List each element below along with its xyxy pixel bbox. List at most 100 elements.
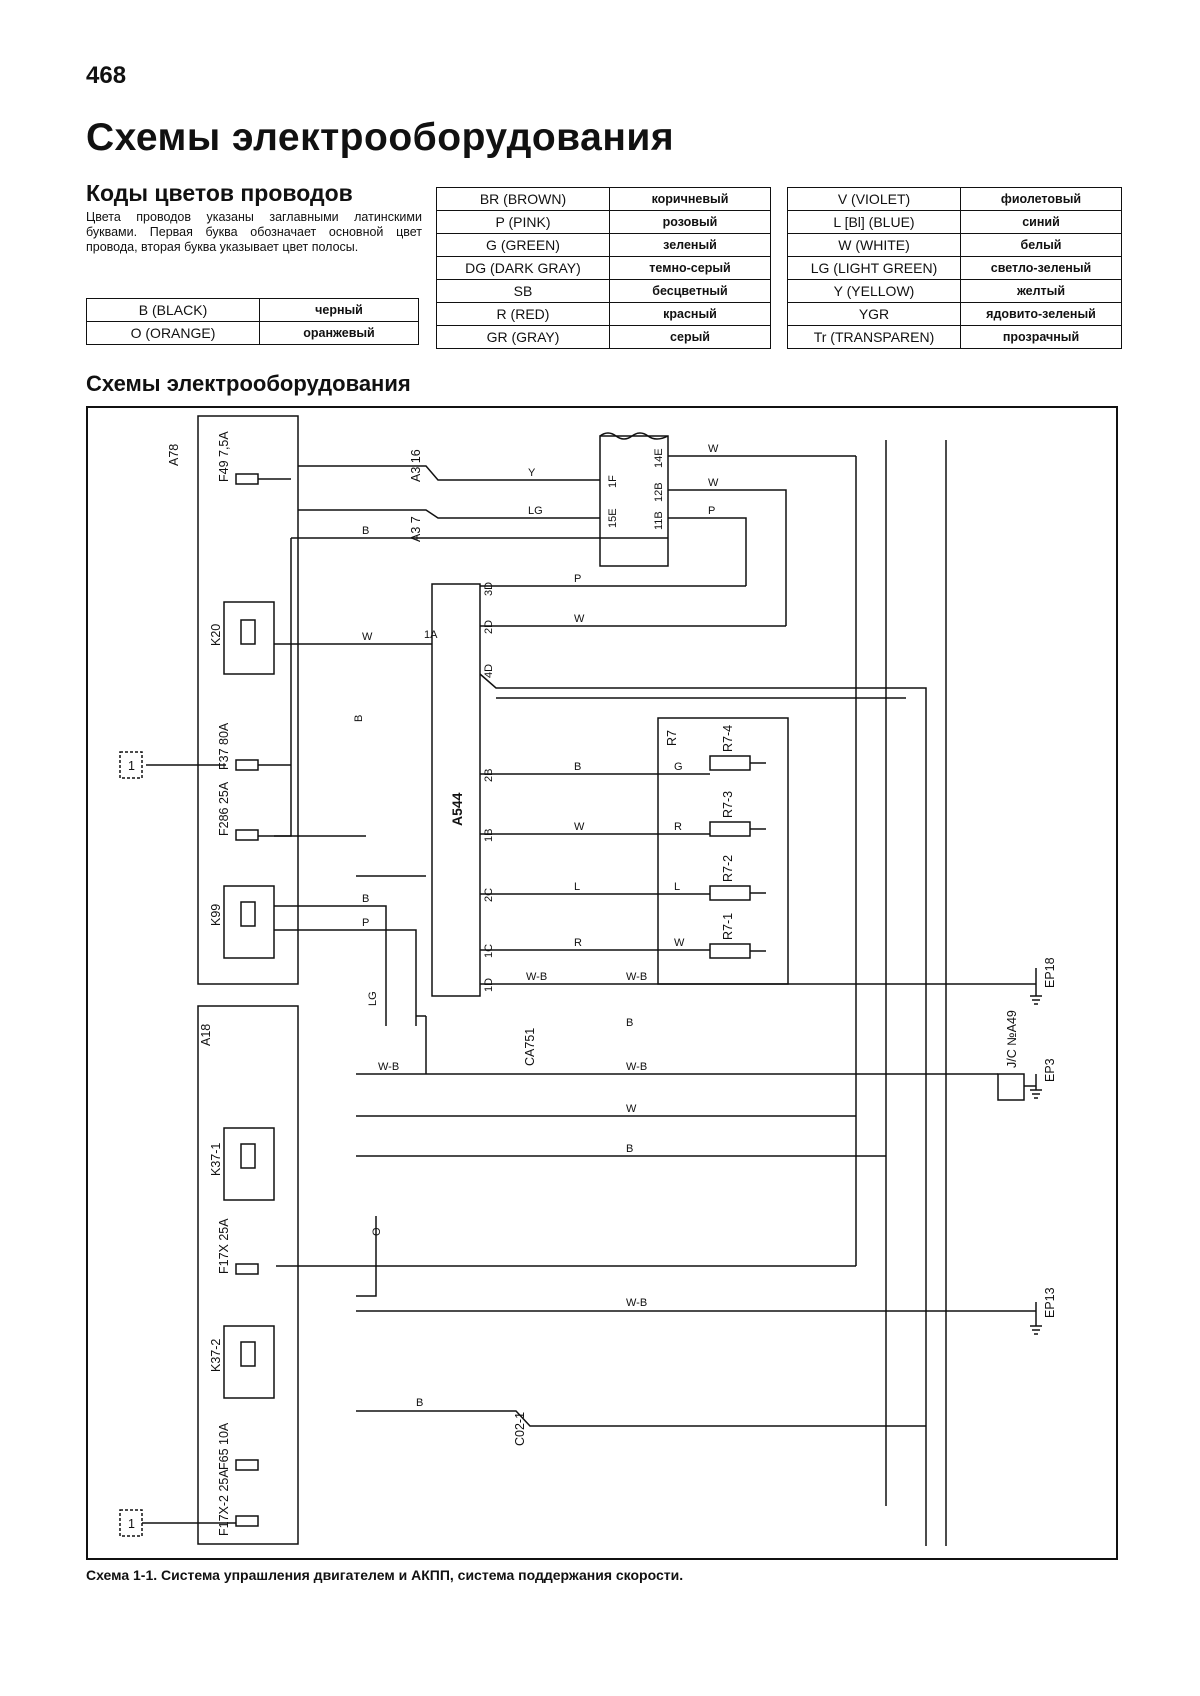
wire-label: P: [574, 573, 581, 585]
color-name: светло-зеленый: [960, 256, 1122, 280]
color-code-row: V (VIOLET)фиолетовый: [787, 187, 1122, 211]
fuse-f37-label: F37 80A: [217, 722, 231, 770]
wire-label: B: [416, 1397, 423, 1409]
fuse-f49-label: F49 7,5A: [217, 431, 231, 482]
ground-ep3-label: EP3: [1043, 1058, 1057, 1082]
color-name: бесцветный: [609, 279, 771, 303]
ref-connector-1-bottom-label: 1: [128, 1517, 135, 1531]
resistor-r7-2-label: R7-2: [721, 855, 735, 882]
ecu-a544-label: A544: [449, 792, 465, 826]
pin-1f: 1F: [607, 475, 619, 488]
wire-label: W: [362, 631, 373, 643]
wire-label: B: [362, 893, 369, 905]
color-code-row: P (PINK)розовый: [436, 210, 771, 234]
color-name: темно-серый: [609, 256, 771, 280]
wire-label: LG: [528, 505, 543, 517]
color-code: W (WHITE): [787, 233, 961, 257]
pin-14e: 14E: [653, 448, 665, 468]
diagram-heading: Схемы электрооборудования: [86, 371, 411, 396]
color-name: желтый: [960, 279, 1122, 303]
color-code: Y (YELLOW): [787, 279, 961, 303]
wire-label: B: [626, 1143, 633, 1155]
pin-2c: 2C: [483, 888, 495, 902]
wire-label: R: [574, 937, 582, 949]
wire-label: L: [674, 881, 680, 893]
wire-label: G: [674, 761, 683, 773]
wire-label: W: [674, 937, 685, 949]
wire-label: W-B: [626, 971, 647, 983]
color-name: красный: [609, 302, 771, 326]
color-code: G (GREEN): [436, 233, 610, 257]
wire-label: B: [362, 525, 369, 537]
color-code-row: L [Bl] (BLUE)синий: [787, 210, 1122, 234]
color-code: Tr (TRANSPAREN): [787, 325, 961, 349]
ground-ep18-label: EP18: [1043, 957, 1057, 988]
color-name: фиолетовый: [960, 187, 1122, 211]
wire-label: R: [674, 821, 682, 833]
pin-2b: 2B: [483, 769, 495, 782]
color-code: L [Bl] (BLUE): [787, 210, 961, 234]
connector-a3-16-label: A3 16: [409, 449, 423, 482]
wiring-schematic: A78 A18 A544 R7 F49 7,5A K20 F37 80A F28…: [86, 406, 1118, 1560]
color-code: GR (GRAY): [436, 325, 610, 349]
relay-k37-1-label: K37-1: [209, 1143, 223, 1176]
resistor-r7-1-label: R7-1: [721, 913, 735, 940]
relay-k99-label: K99: [209, 904, 223, 926]
pin-3d: 3D: [483, 582, 495, 596]
fuse-f17x-2-label: F17X-2 25A: [217, 1469, 231, 1536]
color-code-row: BR (BROWN)коричневый: [436, 187, 771, 211]
block-a18-label: A18: [199, 1024, 213, 1046]
wire-label: W: [708, 443, 719, 455]
wire-color-codes-note: Цвета проводов указаны заглавными латинс…: [86, 210, 422, 254]
pin-1b: 1B: [483, 829, 495, 842]
color-code: P (PINK): [436, 210, 610, 234]
wire-label: P: [708, 505, 715, 517]
color-name: розовый: [609, 210, 771, 234]
wire-label: B: [574, 761, 581, 773]
pin-2d: 2D: [483, 620, 495, 634]
color-name: черный: [259, 298, 419, 322]
color-name: белый: [960, 233, 1122, 257]
wire-label: W-B: [626, 1061, 647, 1073]
color-code-row: R (RED)красный: [436, 302, 771, 326]
page-title: Схемы электрооборудования: [86, 116, 675, 159]
fuse-f286-label: F286 25A: [217, 781, 231, 836]
pin-11b: 11B: [653, 511, 665, 530]
color-code: LG (LIGHT GREEN): [787, 256, 961, 280]
wire-label: LG: [367, 991, 379, 1006]
color-code-row: B (BLACK)черный: [86, 298, 419, 322]
block-a78-label: A78: [167, 444, 181, 466]
color-name: коричневый: [609, 187, 771, 211]
color-name: ядовито-зеленый: [960, 302, 1122, 326]
wire-label: W-B: [526, 971, 547, 983]
resistor-r7-4-label: R7-4: [721, 725, 735, 752]
wire-label: O: [371, 1227, 383, 1236]
color-code-row: G (GREEN)зеленый: [436, 233, 771, 257]
color-name: оранжевый: [259, 321, 419, 345]
wire-label: W-B: [626, 1297, 647, 1309]
relay-k37-2-label: K37-2: [209, 1339, 223, 1372]
wire-label: L: [574, 881, 580, 893]
wire-label: B: [626, 1017, 633, 1029]
color-name: синий: [960, 210, 1122, 234]
wire-label: W-B: [378, 1061, 399, 1073]
pin-15e: 15E: [607, 508, 619, 528]
connector-ca751-label: CA751: [523, 1028, 537, 1066]
fuse-f17x-label: F17X 25A: [217, 1218, 231, 1274]
pin-4d: 4D: [483, 664, 495, 678]
color-code: BR (BROWN): [436, 187, 610, 211]
ref-connector-1-top-label: 1: [128, 759, 135, 773]
connector-c02-1-label: C02-1: [513, 1412, 527, 1446]
color-name: серый: [609, 325, 771, 349]
ground-ep13-label: EP13: [1043, 1287, 1057, 1318]
diagram-caption: Схема 1-1. Система упрашления двигателем…: [86, 1567, 684, 1583]
wire-label: W: [626, 1103, 637, 1115]
color-code-row: GR (GRAY)серый: [436, 325, 771, 349]
wire-label: W: [574, 821, 585, 833]
page-number: 468: [86, 62, 127, 89]
wire-label: Y: [528, 467, 536, 479]
junction-a49-label: J/C №A49: [1005, 1010, 1019, 1068]
color-name: прозрачный: [960, 325, 1122, 349]
